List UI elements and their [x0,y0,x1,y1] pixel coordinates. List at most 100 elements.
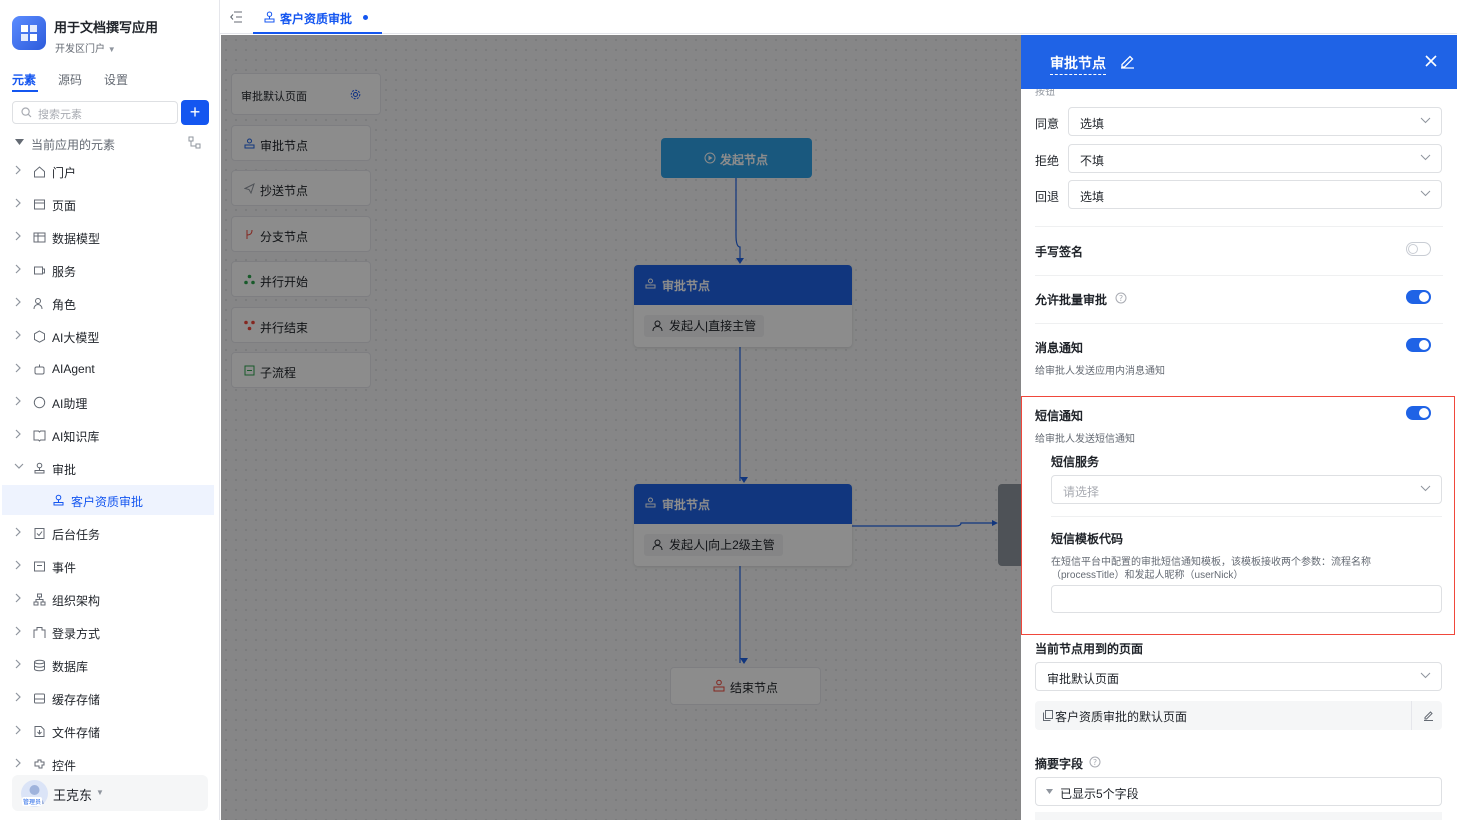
gear-icon[interactable] [350,89,361,100]
sms-template-desc-2: （processTitle）和发起人昵称（userNick） [1051,570,1244,581]
tree-item-service[interactable]: 服务 [0,255,214,285]
tree-item-label: AI助理 [52,397,88,411]
tree-item-login[interactable]: 登录方式 [0,617,214,647]
tree-item-label: 审批 [52,463,77,477]
palette-item-subprocess[interactable]: 子流程 [231,352,371,388]
summary-fields[interactable]: 已显示5个字段 [1035,777,1442,806]
tree-item-portal[interactable]: 门户 [0,156,214,186]
tree-item-approval[interactable]: 审批 [0,453,214,483]
palette-item-approve[interactable]: 审批节点 [231,125,371,161]
panel-title[interactable]: 审批节点 [1050,53,1106,75]
tree-item-ai-knowledge[interactable]: AI知识库 [0,420,214,450]
chevron-right-icon [15,560,21,570]
flow-node-approve-2[interactable]: 审批节点 发起人|向上2级主管 [634,484,852,566]
tree-item-background-task[interactable]: 后台任务 [0,518,214,548]
msg-label: 消息通知 [1035,341,1084,355]
tree-item-ai-assistant[interactable]: AI助理 [0,387,214,417]
sms-toggle[interactable] [1406,406,1431,420]
collapse-sidebar-icon[interactable] [230,11,243,23]
service-icon [34,266,45,275]
chevron-right-icon [15,758,21,768]
agree-value: 选填 [1080,117,1105,131]
tree-item-event[interactable]: 事件 [0,551,214,581]
approval-icon [645,278,656,289]
app-logo [12,16,46,50]
node-label: 发起节点 [720,153,769,167]
close-icon[interactable] [1425,55,1437,67]
login-icon [33,627,46,638]
help-icon[interactable]: ? [1089,756,1101,768]
sms-template-input[interactable] [1051,585,1442,613]
tree-item-database[interactable]: 数据库 [0,650,214,680]
reject-select[interactable]: 不填 [1068,144,1442,173]
flow-node-approve-1[interactable]: 审批节点 发起人|直接主管 [634,265,852,347]
tab-customer-approval[interactable]: 客户资质审批 [253,0,382,34]
tree-item-data-model[interactable]: 数据模型 [0,222,214,252]
sms-service-select[interactable]: 请选择 [1051,475,1442,504]
palette-item-parallel-start[interactable]: 并行开始 [231,261,371,297]
tree-item-ai-model[interactable]: AI大模型 [0,321,214,351]
tab-elements[interactable]: 元素 [12,73,37,87]
search-box[interactable]: 搜索元素 [12,101,178,124]
parallel-end-icon [244,320,255,331]
palette-item-branch[interactable]: 分支节点 [231,216,371,252]
sms-highlight-box [1021,396,1455,635]
tree-item-ai-agent[interactable]: AIAgent [0,354,214,384]
agree-select[interactable]: 选填 [1068,107,1442,136]
tree-item-label: 缓存存储 [52,693,101,707]
user-menu[interactable]: 管理员 王克东 ▼ [12,775,208,811]
palette-header[interactable]: 审批默认页面 [231,73,381,115]
tree-view-icon[interactable] [188,136,201,149]
palette-item-parallel-end[interactable]: 并行结束 [231,307,371,343]
palette-item-cc[interactable]: 抄送节点 [231,170,371,206]
edit-icon[interactable] [1120,54,1135,69]
user-name: 王克东 [53,788,93,803]
flow-node-partial[interactable] [998,484,1021,566]
flow-node-end[interactable]: 结束节点 [670,667,821,705]
msg-toggle[interactable] [1406,338,1431,352]
back-select[interactable]: 选填 [1068,180,1442,209]
chevron-down-icon [14,463,24,469]
tree-item-customer-approval[interactable]: 客户资质审批 [2,485,214,515]
default-page-row[interactable]: 客户资质审批的默认页面 [1035,701,1442,730]
tree-item-label: 服务 [52,265,77,279]
batch-label: 允许批量审批 [1035,293,1108,307]
batch-toggle[interactable] [1406,290,1431,304]
tree-item-label: 角色 [52,298,77,312]
tree-item-page[interactable]: 页面 [0,189,214,219]
help-icon[interactable]: ? [1115,292,1127,304]
chevron-right-icon [15,198,21,208]
section-header[interactable]: 当前应用的元素 [12,133,212,153]
user-icon [652,320,663,332]
search-input[interactable]: 搜索元素 [38,109,82,121]
user-icon [652,539,663,551]
tree-item-cache[interactable]: 缓存存储 [0,683,214,713]
event-icon [34,561,45,572]
tab-settings[interactable]: 设置 [104,73,129,87]
pages-select[interactable]: 审批默认页面 [1035,662,1442,691]
handwrite-toggle[interactable] [1406,242,1431,256]
portal-selector[interactable]: 开发区门户 ▼ [55,40,116,55]
add-element-button[interactable]: + [181,100,209,125]
tree-item-label: 组织架构 [52,594,101,608]
sms-desc: 给审批人发送短信通知 [1035,434,1135,445]
modal-overlay[interactable] [221,35,1021,820]
tab-source[interactable]: 源码 [58,73,83,87]
tree-item-label: AIAgent [52,362,95,376]
book-icon [33,430,46,442]
flow-node-start[interactable]: 发起节点 [661,138,812,178]
tree-item-role[interactable]: 角色 [0,288,214,318]
chevron-right-icon [15,330,21,340]
tree-item-file-storage[interactable]: 文件存储 [0,716,214,746]
end-icon [713,679,725,692]
tree-item-label: 数据库 [52,660,89,674]
tree-item-org[interactable]: 组织架构 [0,584,214,614]
node-property-panel: 按钮 同意 选填 拒绝 不填 回退 选填 手写签名 允许批量审批 ? 消息通知 … [1021,35,1457,820]
table-icon [33,232,46,243]
tree-item-widget[interactable]: 控件 [0,749,214,779]
flow-canvas[interactable]: 审批默认页面 审批节点 抄送节点 分支节点 并行开始 并行结束 子流程 [221,35,1021,820]
node-title: 审批节点 [662,279,711,293]
unsaved-indicator [363,15,368,20]
assignee-text: 发起人|直接主管 [669,319,757,333]
edit-icon[interactable] [1423,710,1434,721]
